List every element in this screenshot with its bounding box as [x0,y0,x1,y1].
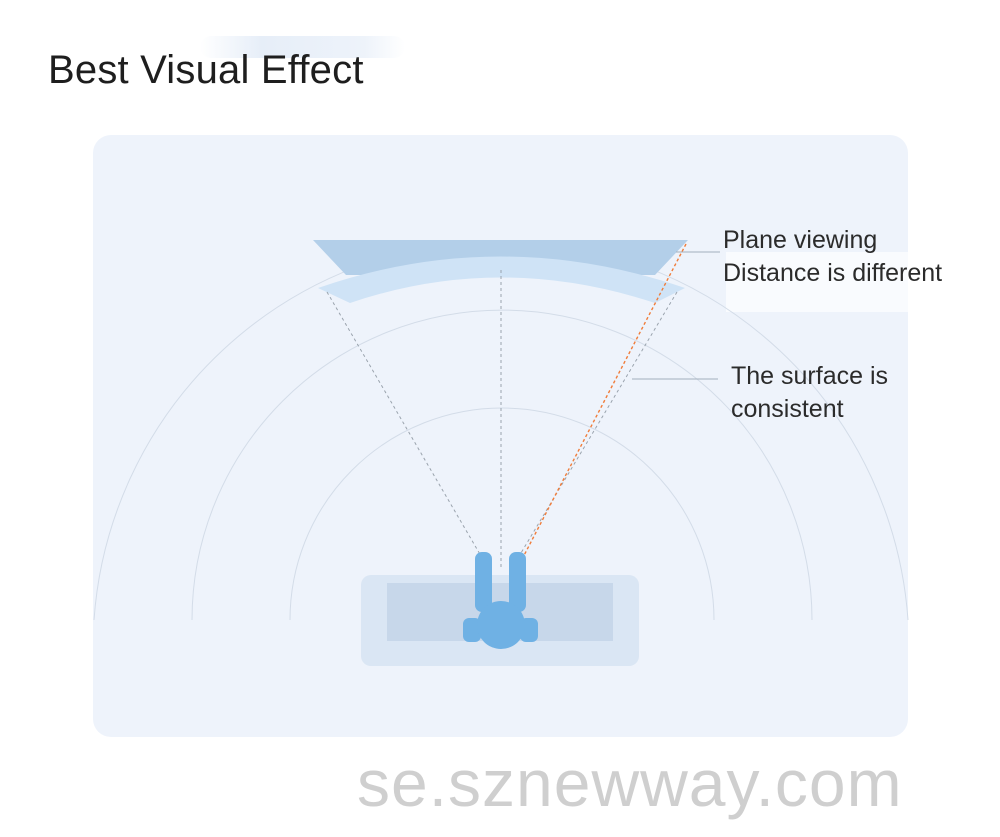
sight-line-left [326,291,489,569]
surface-label-line-1: The surface is [731,362,889,390]
plane-label-line-1: Plane viewing [723,226,878,254]
watermark: se.sznewway.com [357,746,903,820]
curved-screen [318,256,685,303]
viewer [463,552,538,649]
sight-line-right [511,291,678,569]
page-title: Best Visual Effect [48,48,364,92]
viewer-head [477,601,525,649]
viewing-distance-arcs [93,240,909,621]
middle-distance-arc [191,309,813,621]
sight-lines [326,270,678,569]
label-background [726,252,908,312]
inner-distance-arc [289,407,715,621]
plane-label-line-2: Distance is different [723,258,943,287]
flat-screen-sight-line [505,243,687,591]
surface-label: The surface is consistent [731,360,888,425]
surface-label-line-2: consistent [731,394,844,423]
title-highlight [200,36,405,58]
outer-distance-arc [93,240,909,621]
callout-lines [632,251,720,380]
viewer-right-leg [509,552,526,612]
plane-viewing-label: Plane viewing Distance is different [723,224,942,289]
viewer-left-leg [475,552,492,612]
viewer-left-arm [463,618,481,642]
